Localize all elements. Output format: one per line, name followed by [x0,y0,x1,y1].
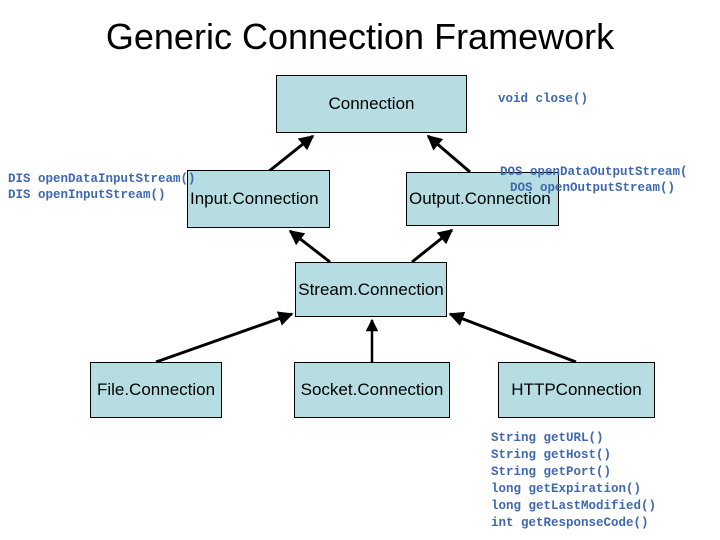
node-socket-connection-label: Socket.Connection [300,380,444,399]
annotation-input-methods: DIS openDataInputStream() DIS openInputS… [8,171,196,203]
edge-http-to-stream [448,311,577,364]
node-stream-connection[interactable]: Stream.Connection [295,262,447,317]
annotation-http-methods-line3: String getPort() [491,465,612,479]
edge-stream-to-input [288,229,331,264]
node-input-connection[interactable]: Input.Connection [187,170,330,228]
node-output-connection-label: Output.Connection [409,189,551,208]
node-socket-connection[interactable]: Socket.Connection [294,362,450,418]
annotation-output-methods-line2: DOS openOutputStream() [510,181,676,195]
annotation-http-methods-line4: long getExpiration() [491,482,642,496]
annotation-connection-close: void close() [498,91,588,107]
annotation-output-methods-line1: DOS openDataOutputStream( [500,165,688,179]
annotation-connection-close-line1: void close() [498,92,589,106]
edge-file-to-stream [155,311,294,364]
edge-input-to-connection [267,134,315,174]
node-stream-connection-label: Stream.Connection [298,279,444,299]
node-input-connection-label: Input.Connection [190,189,319,208]
annotation-http-methods-line2: String getHost() [491,448,612,462]
annotation-http-methods-line6: int getResponseCode() [491,516,649,530]
annotation-input-methods-line1: DIS openDataInputStream() [8,172,196,186]
node-connection[interactable]: Connection [276,75,467,133]
annotation-http-methods-line1: String getURL() [491,431,604,445]
edge-output-to-connection [426,134,471,174]
annotation-http-methods: String getURL() String getHost() String … [491,430,656,532]
node-file-connection-label: File.Connection [96,380,216,399]
annotation-http-methods-line5: long getLastModified() [491,499,657,513]
node-http-connection-label: HTTPConnection [511,380,642,399]
node-http-connection[interactable]: HTTPConnection [498,362,655,418]
annotation-input-methods-line2: DIS openInputStream() [8,188,166,202]
node-output-connection[interactable]: Output.Connection [406,172,559,226]
node-file-connection[interactable]: File.Connection [90,362,222,418]
page-title: Generic Connection Framework [105,16,615,57]
edge-stream-to-output [411,228,454,264]
node-connection-label: Connection [328,94,415,113]
annotation-output-methods: DOS openDataOutputStream( DOS openOutput… [500,164,720,196]
